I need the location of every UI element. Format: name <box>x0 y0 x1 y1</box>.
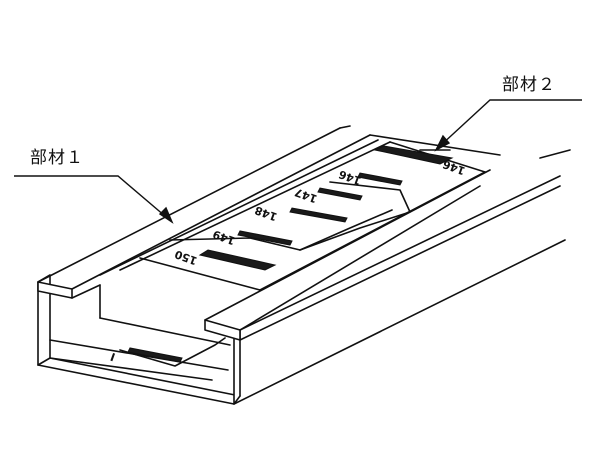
scale-numbers: 146 146 147 148 149 150 I <box>109 157 467 363</box>
member2-leader <box>439 99 582 147</box>
scale-plate <box>99 139 486 291</box>
member1-flange <box>37 125 571 341</box>
member2-label: 部材２ <box>502 75 556 95</box>
scale-number-3: 147 <box>293 185 319 205</box>
scale-mark-3 <box>289 207 348 223</box>
member2-arrowhead <box>434 134 451 152</box>
scale-mark-4 <box>237 230 293 246</box>
scale-mark-top-pointer <box>373 145 454 165</box>
floor-scale-mark: I <box>109 350 117 364</box>
channel-right-face <box>233 329 241 405</box>
scale-mark-2 <box>317 187 363 201</box>
scale-mark-bottom-pointer <box>198 249 277 271</box>
member1-leader <box>14 175 173 223</box>
scale-number-2: 146 <box>337 167 363 187</box>
scale-number-1: 146 <box>441 157 467 177</box>
scale-number-6: 150 <box>173 247 199 267</box>
member1-label: 部材１ <box>30 148 84 168</box>
scale-mark-1 <box>357 172 403 186</box>
scale-marks <box>127 145 454 363</box>
floor-bracket <box>119 337 226 367</box>
scale-number-5: 149 <box>211 227 237 247</box>
member1-arrowhead <box>158 206 174 224</box>
right-lip <box>204 319 241 341</box>
channel-outer-body <box>37 175 566 405</box>
leaders <box>14 99 582 224</box>
floor-mark <box>127 347 183 363</box>
scale-number-4: 148 <box>253 203 279 223</box>
